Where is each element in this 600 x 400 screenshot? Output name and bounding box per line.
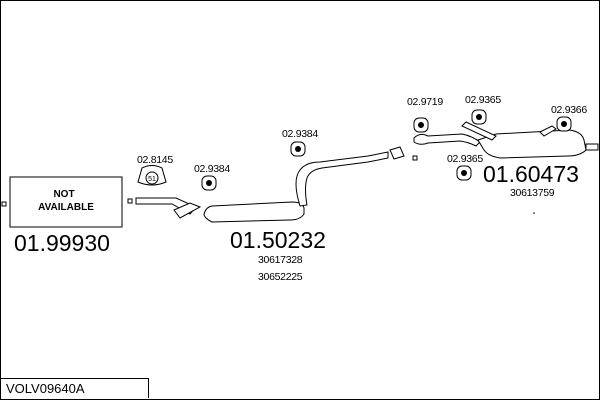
rubber-hanger-icon xyxy=(471,109,487,125)
connector-dot xyxy=(1,201,7,207)
rear-hanger-label-1: 02.9719 xyxy=(407,96,443,108)
rubber-hanger-icon xyxy=(456,165,472,181)
front-pipe-not-available-box: NOT AVAILABLE xyxy=(9,176,123,228)
middle-part-number: 01.50232 xyxy=(230,227,326,253)
rubber-hanger-icon xyxy=(201,175,217,191)
rear-silencer-pipe xyxy=(413,121,599,159)
connector-dot xyxy=(127,198,133,204)
front-part-number: 01.99930 xyxy=(14,230,110,256)
rear-hanger-label-3: 02.9366 xyxy=(551,104,587,116)
clamp-icon: 51 xyxy=(137,165,167,186)
middle-oe-number-2: 30652225 xyxy=(258,271,303,283)
middle-silencer-pipe xyxy=(135,146,405,223)
connector-dot xyxy=(412,155,418,161)
diagram-code-label: VOLV09640A xyxy=(1,378,149,398)
rear-hanger-label-4: 02.9365 xyxy=(447,153,483,165)
rubber-hanger-icon xyxy=(290,141,306,157)
hanger-label-2: 02.9384 xyxy=(282,128,318,140)
stray-dot xyxy=(533,212,535,214)
rear-hanger-label-2: 02.9365 xyxy=(465,94,501,106)
rear-oe-number-1: 30613759 xyxy=(510,187,555,199)
rubber-hanger-icon xyxy=(413,117,429,133)
box-label-line1: NOT xyxy=(53,189,74,200)
clamp-badge: 51 xyxy=(148,176,156,183)
hanger-label-1: 02.9384 xyxy=(194,163,230,175)
rubber-hanger-icon xyxy=(556,116,572,132)
box-label-line2: AVAILABLE xyxy=(38,202,94,213)
clamp-label: 02.8145 xyxy=(137,154,173,166)
middle-oe-number-1: 30617328 xyxy=(258,254,303,266)
rear-part-number: 01.60473 xyxy=(483,161,579,187)
